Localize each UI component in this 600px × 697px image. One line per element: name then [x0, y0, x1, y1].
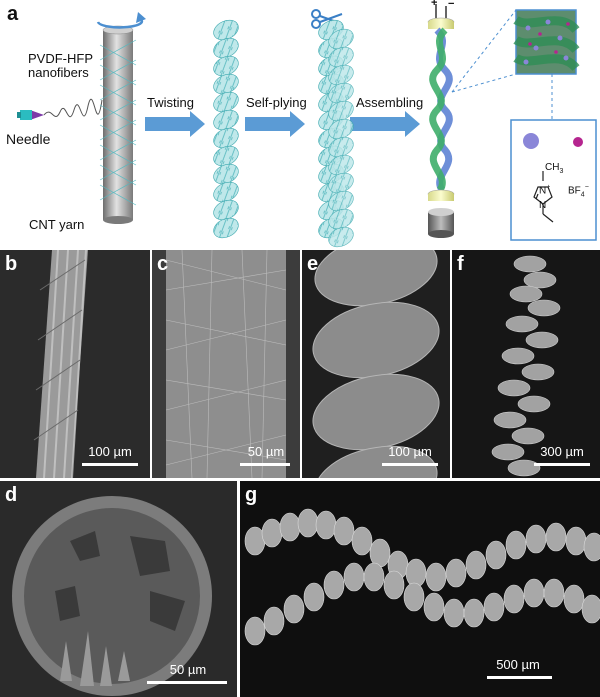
minus-terminal-label: −: [448, 0, 455, 10]
panel-letter-c: c: [157, 253, 169, 275]
rotation-arrow-icon: [96, 12, 146, 29]
nanofiber-spray-curve: [43, 98, 103, 118]
needle-label: Needle: [6, 131, 51, 147]
assembled-device: [427, 4, 455, 238]
scale-label-d: 50 µm: [169, 662, 207, 677]
panel-a-artwork: [17, 4, 597, 250]
scale-bar-e: [382, 463, 438, 466]
scale-label-c: 50 µm: [247, 444, 285, 459]
methyl-label: CH3: [545, 162, 564, 175]
scale-bar-f: [534, 463, 590, 466]
bf4-anion-label: BF4−: [568, 184, 589, 199]
panel-letter-e: e: [307, 253, 319, 275]
panel-letter-d: d: [5, 484, 18, 506]
twisted-coil-strand: [213, 19, 239, 239]
cnt-yarn-label: CNT yarn: [29, 217, 85, 232]
nanofibers-label: nanofibers: [28, 65, 89, 80]
sem-panel-e: e 100 µm: [302, 250, 450, 478]
anion-circle: [573, 137, 583, 147]
sem-panel-f: f 300 µm: [452, 250, 600, 478]
sem-panel-b: b 100 µm: [0, 250, 150, 478]
twisting-label: Twisting: [147, 95, 194, 110]
scale-label-g: 500 µm: [496, 657, 540, 672]
cation-circle: [523, 133, 539, 149]
n-plus-label: N+: [539, 184, 551, 197]
scale-label-b: 100 µm: [88, 444, 132, 459]
sem-panel-d: d 50 µm: [0, 481, 237, 697]
zoom-lines: [451, 9, 553, 120]
scale-bar-b: [82, 463, 138, 466]
needle-icon: [17, 110, 44, 120]
sem-panel-c: c 50 µm: [152, 250, 300, 478]
scale-label-f: 300 µm: [540, 444, 584, 459]
panel-letter-b: b: [5, 253, 18, 275]
cnt-yarn-cylinder: [99, 25, 137, 224]
plus-terminal-label: +: [431, 0, 438, 9]
scale-bar-c: [240, 463, 290, 466]
panel-a: a: [0, 0, 600, 250]
panel-letter-g: g: [245, 484, 258, 506]
scale-bar-d: [147, 681, 227, 684]
sem-panel-g: g 500 µm: [240, 481, 600, 697]
ionic-liquid-box: [510, 119, 597, 241]
pvdf-hfp-label: PVDF-HFP: [28, 51, 93, 66]
self-plying-label: Self-plying: [246, 95, 307, 110]
panel-letter-a: a: [7, 3, 19, 25]
n-label: N: [539, 200, 547, 211]
panel-letter-f: f: [457, 253, 464, 275]
process-arrows: [145, 111, 420, 137]
zoom-inset: [513, 9, 580, 75]
scale-label-e: 100 µm: [388, 444, 432, 459]
scale-bar-g: [487, 676, 552, 679]
assembling-label: Assembling: [356, 95, 424, 110]
self-plied-coil: [315, 16, 357, 250]
